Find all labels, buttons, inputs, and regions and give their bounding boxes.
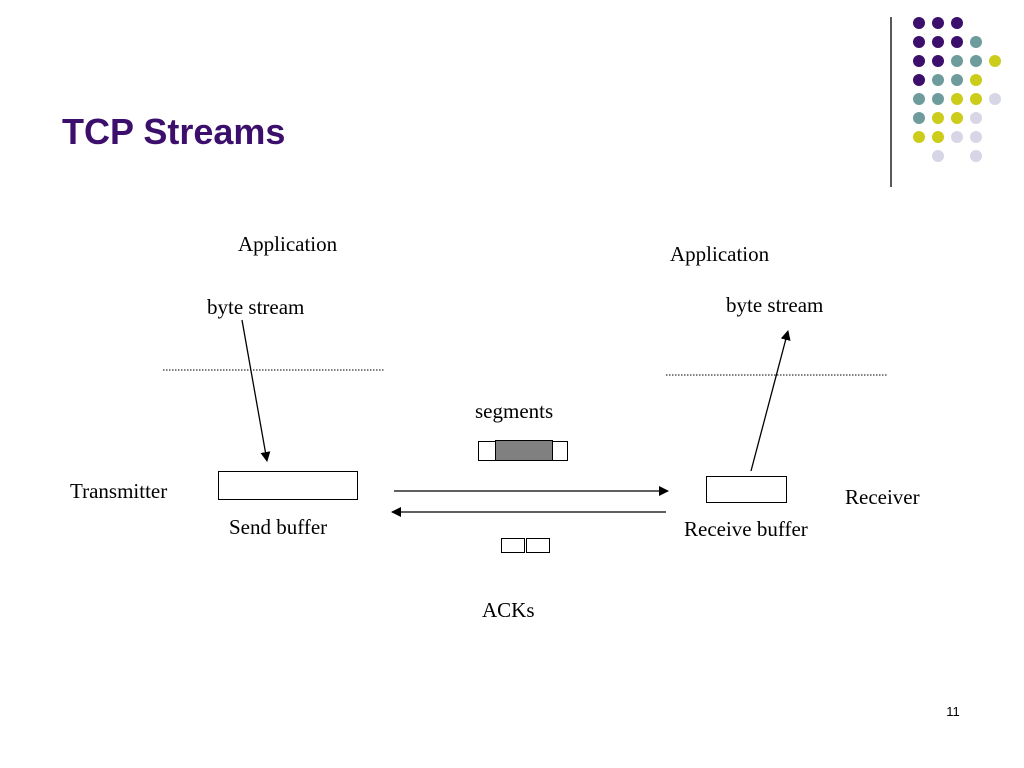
send-buffer-label: Send buffer xyxy=(229,515,328,539)
sender-byte-stream-label: byte stream xyxy=(207,295,305,319)
receive-buffer-label: Receive buffer xyxy=(684,517,808,541)
receiver-byte-stream-arrow xyxy=(750,330,791,472)
acks-icon xyxy=(501,538,550,553)
decorative-dot-grid xyxy=(890,17,1001,187)
page-title: TCP Streams xyxy=(62,111,286,152)
page-number: 11 xyxy=(946,704,960,719)
acks-label: ACKs xyxy=(482,598,535,622)
receive-buffer-box xyxy=(706,476,787,503)
sender-byte-stream-arrow xyxy=(241,319,271,462)
sender-application-label: Application xyxy=(238,232,338,256)
receiver-application-label: Application xyxy=(670,242,770,266)
segments-icon xyxy=(478,440,568,461)
receiver-byte-stream-label: byte stream xyxy=(726,293,824,317)
segments-label: segments xyxy=(475,399,554,423)
transmitter-label: Transmitter xyxy=(70,479,168,503)
send-buffer-box xyxy=(218,471,358,500)
receiver-label: Receiver xyxy=(845,485,920,509)
